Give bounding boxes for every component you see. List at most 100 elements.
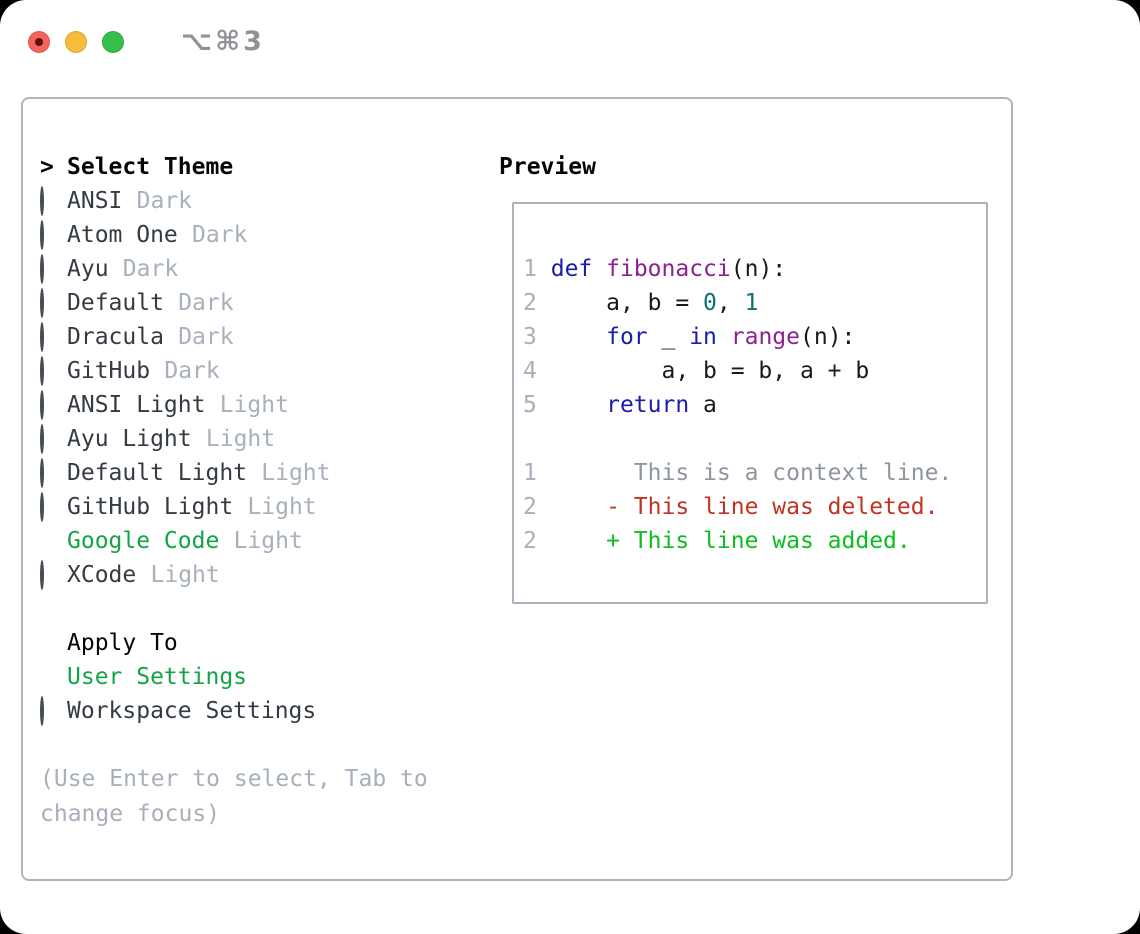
preview-line: 5 return a xyxy=(523,388,986,422)
preview-line: 2 - This line was deleted. xyxy=(523,490,986,524)
code-segment-nm: 1 xyxy=(744,290,759,316)
code-segment-fn: range xyxy=(730,324,801,350)
preview-header: Preview xyxy=(499,154,596,180)
theme-variant-tag: Light xyxy=(233,528,303,554)
line-number: 2 xyxy=(523,494,537,520)
titlebar: ⌥⌘3 xyxy=(28,26,265,57)
apply-to-header-row: Apply To xyxy=(40,626,492,660)
code-segment-kw: for xyxy=(606,324,648,350)
code-segment-pl: a xyxy=(689,392,717,418)
preview-line: 2 + This line was added. xyxy=(523,524,986,558)
code-segment-kw: in xyxy=(689,324,717,350)
theme-variant-tag: Dark xyxy=(178,290,234,316)
radio-icon xyxy=(40,288,44,318)
theme-name: Default Light xyxy=(67,460,248,486)
window-title: ⌥⌘3 xyxy=(181,26,265,57)
apply-to-header: Apply To xyxy=(67,630,178,656)
theme-name: Dracula xyxy=(67,324,164,350)
code-segment-del: - This line was deleted. xyxy=(536,494,939,520)
code-segment-pl: (n): xyxy=(800,324,856,350)
code-segment-pl xyxy=(537,324,606,350)
radio-icon xyxy=(40,186,44,216)
code-segment-pl xyxy=(537,256,551,282)
theme-variant-tag: Dark xyxy=(122,256,179,282)
theme-name: Atom One xyxy=(67,222,178,248)
radio-icon xyxy=(40,322,44,352)
code-segment-pl: a, b = xyxy=(536,290,704,316)
theme-name: GitHub Light xyxy=(67,494,234,520)
code-segment-pl xyxy=(717,324,731,350)
preview-line: 3 for _ in range(n): xyxy=(523,320,986,354)
theme-name: ANSI xyxy=(67,188,123,214)
code-segment-nm: 0 xyxy=(703,290,717,316)
header-indent xyxy=(40,626,67,660)
theme-item-github-light[interactable]: GitHub Light Light xyxy=(40,490,492,524)
line-number: 2 xyxy=(523,290,537,316)
theme-item-ansi[interactable]: ANSI Dark xyxy=(40,184,492,218)
zoom-button[interactable] xyxy=(102,30,124,53)
radio-icon xyxy=(40,220,44,250)
preview-line: 1 def fibonacci(n): xyxy=(523,252,986,286)
theme-name: XCode xyxy=(67,562,137,588)
preview-line: 2 a, b = 0, 1 xyxy=(523,286,986,320)
theme-item-ayu-light[interactable]: Ayu Light Light xyxy=(40,422,492,456)
theme-item-dracula[interactable]: Dracula Dark xyxy=(40,320,492,354)
code-segment-kw: return xyxy=(606,392,690,418)
line-number: 5 xyxy=(523,392,537,418)
unsaved-dot-icon xyxy=(35,37,43,46)
radio-icon xyxy=(40,390,44,420)
code-segment-pl xyxy=(537,392,606,418)
theme-name: Ayu xyxy=(67,256,109,282)
code-segment-pl: a, b = b, a + b xyxy=(536,358,870,384)
theme-name: Default xyxy=(67,290,164,316)
code-segment-pl xyxy=(592,256,606,282)
section-spacer xyxy=(40,728,492,762)
line-number: 4 xyxy=(523,358,537,384)
theme-item-ayu[interactable]: Ayu Dark xyxy=(40,252,492,286)
code-segment-kw: def xyxy=(550,256,593,282)
apply-option-label: Workspace Settings xyxy=(67,698,317,724)
theme-variant-tag: Light xyxy=(205,426,276,452)
select-theme-header-row: > Select Theme xyxy=(40,150,492,184)
theme-variant-tag: Dark xyxy=(178,324,234,350)
select-theme-header: Select Theme xyxy=(67,154,234,180)
section-spacer xyxy=(40,592,492,626)
theme-item-default[interactable]: Default Dark xyxy=(40,286,492,320)
theme-variant-tag: Dark xyxy=(164,358,220,384)
apply-option-label: User Settings xyxy=(67,664,248,690)
radio-icon xyxy=(40,254,44,284)
theme-variant-tag: Dark xyxy=(136,188,193,214)
line-number: 3 xyxy=(523,324,537,350)
radio-icon xyxy=(40,492,44,522)
radio-icon xyxy=(40,458,44,488)
apply-option-workspace-settings[interactable]: Workspace Settings xyxy=(40,694,492,728)
theme-name: Ayu Light xyxy=(67,426,192,452)
theme-name: Google Code xyxy=(67,528,220,554)
help-text: (Use Enter to select, Tab to change focu… xyxy=(40,766,428,827)
preview-line: 1 This is a context line. xyxy=(523,456,986,490)
theme-variant-tag: Light xyxy=(247,494,317,520)
radio-icon xyxy=(40,560,44,590)
close-button[interactable] xyxy=(28,30,50,53)
code-segment-fn: fibonacci xyxy=(606,256,731,282)
minimize-button[interactable] xyxy=(65,30,87,53)
line-number: 1 xyxy=(523,256,537,282)
theme-item-google-code[interactable]: Google Code Light xyxy=(40,524,492,558)
theme-name: ANSI Light xyxy=(67,392,206,418)
code-segment-add: + This line was added. xyxy=(536,528,911,554)
code-segment-pl: (n): xyxy=(730,256,787,282)
apply-option-user-settings[interactable]: User Settings xyxy=(40,660,492,694)
line-number: 1 xyxy=(523,460,537,486)
code-segment-pl: , xyxy=(716,290,745,316)
